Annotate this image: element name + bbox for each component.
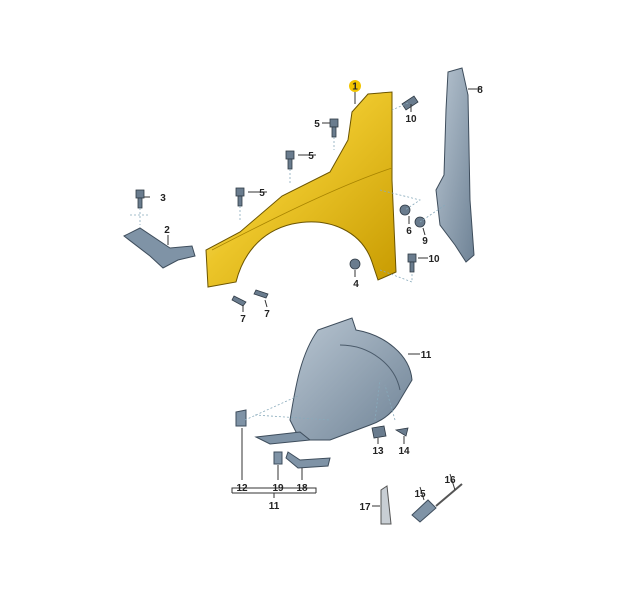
label-18[interactable]: 18: [296, 483, 308, 494]
label-9[interactable]: 9: [422, 236, 428, 247]
label-14[interactable]: 14: [398, 446, 410, 457]
bolt-icon[interactable]: [329, 118, 339, 128]
label-11[interactable]: 11: [269, 501, 280, 512]
strip-part[interactable]: [254, 431, 312, 445]
label-4[interactable]: 4: [353, 279, 359, 290]
label-5[interactable]: 5: [314, 119, 320, 130]
tube-17-part[interactable]: [380, 485, 392, 525]
bolt-icon[interactable]: [285, 150, 295, 160]
label-1[interactable]: 1: [352, 82, 358, 93]
label-12[interactable]: 12: [236, 483, 248, 494]
label-19[interactable]: 19: [272, 483, 284, 494]
fender-crease: [211, 167, 393, 251]
cartridge-15-part[interactable]: [411, 499, 437, 523]
side-panel-part[interactable]: [435, 67, 475, 263]
clip-12-part[interactable]: [235, 409, 247, 427]
label-5[interactable]: 5: [308, 151, 314, 162]
label-2[interactable]: 2: [164, 225, 170, 236]
rivet-13-part[interactable]: [371, 425, 387, 439]
seal-18-part[interactable]: [285, 451, 331, 469]
bracket-part[interactable]: [123, 227, 196, 269]
leader-lines: [144, 88, 480, 507]
nut-icon[interactable]: [399, 204, 411, 216]
label-13[interactable]: 13: [372, 446, 384, 457]
fender-part[interactable]: [205, 91, 397, 288]
label-7[interactable]: 7: [240, 314, 246, 325]
bolt-icon[interactable]: [235, 187, 245, 197]
guide-lines: [130, 102, 446, 421]
label-6[interactable]: 6: [406, 226, 412, 237]
highlight-badge: [349, 80, 361, 92]
bolt-icon[interactable]: [401, 95, 419, 111]
label-16[interactable]: 16: [444, 475, 456, 486]
label-17[interactable]: 17: [359, 502, 371, 513]
bolt-icon[interactable]: [135, 189, 145, 199]
clip-19-part[interactable]: [273, 451, 283, 465]
label-7[interactable]: 7: [264, 309, 270, 320]
wheel-arch-liner-part[interactable]: [289, 317, 413, 441]
label-3[interactable]: 3: [160, 193, 166, 204]
label-5[interactable]: 5: [259, 188, 265, 199]
label-15[interactable]: 15: [414, 489, 426, 500]
bolt-icon[interactable]: [231, 295, 247, 307]
bolt-icon[interactable]: [253, 289, 269, 299]
liner-rib: [339, 344, 401, 391]
label-8[interactable]: 8: [477, 85, 483, 96]
nut-icon[interactable]: [349, 258, 361, 270]
label-10[interactable]: 10: [405, 114, 417, 125]
label-11[interactable]: 11: [421, 350, 432, 361]
bolt-icon[interactable]: [407, 253, 417, 263]
label-10[interactable]: 10: [428, 254, 440, 265]
nozzle-16-part[interactable]: [435, 483, 463, 507]
screw-14-part[interactable]: [394, 427, 409, 437]
